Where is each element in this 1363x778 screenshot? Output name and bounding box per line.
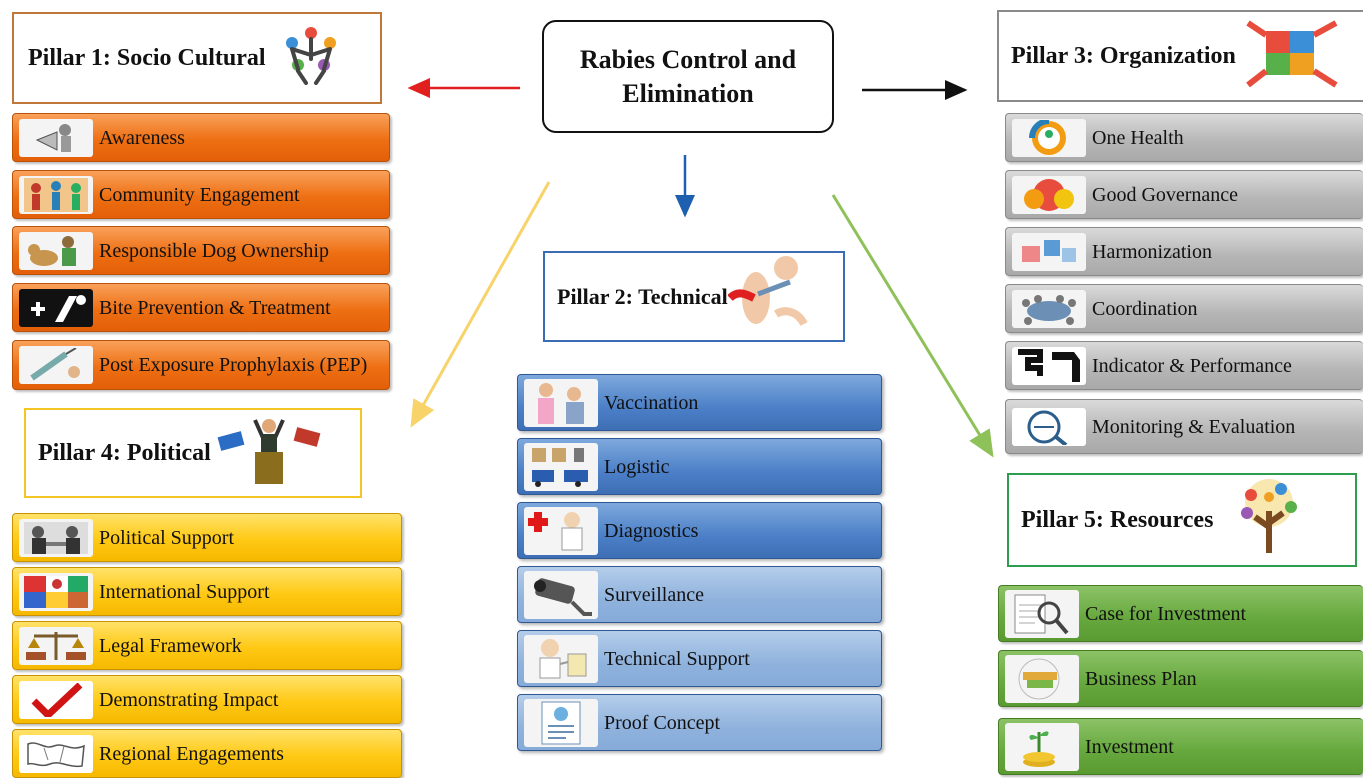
pillar3-item-monitoring-evaluation: Monitoring & Evaluation bbox=[1005, 399, 1363, 454]
pillar4-item-label: Political Support bbox=[99, 526, 234, 549]
pillar5-title: Pillar 5: Resources bbox=[1021, 506, 1214, 533]
pillar1-item-label: Bite Prevention & Treatment bbox=[99, 296, 331, 319]
meeting-icon bbox=[1012, 289, 1086, 328]
pillar3-item-label: Good Governance bbox=[1092, 183, 1239, 206]
pillar2-item-surveillance: Surveillance bbox=[517, 566, 882, 623]
pillar4-title: Pillar 4: Political bbox=[38, 439, 211, 466]
handshake-icon bbox=[19, 518, 93, 557]
pillar1-header: Pillar 1: Socio Cultural bbox=[12, 12, 382, 104]
pillar4-header: Pillar 4: Political bbox=[24, 408, 362, 498]
pillar3-item-harmonization: Harmonization bbox=[1005, 227, 1363, 276]
pillar4-item-label: International Support bbox=[99, 580, 270, 603]
puzzle-hands-icon bbox=[1244, 13, 1340, 100]
pillar4-item-international-support: International Support bbox=[12, 567, 402, 616]
pillar2-item-logistic: Logistic bbox=[517, 438, 882, 495]
central-goal-line2: Elimination bbox=[622, 78, 754, 108]
pillar5-item-case-for-investment: Case for Investment bbox=[998, 585, 1363, 642]
community-circle-icon bbox=[278, 25, 344, 92]
scales-icon bbox=[19, 626, 93, 665]
flags-icon bbox=[19, 572, 93, 611]
checkmark-icon bbox=[19, 680, 93, 719]
tree-icon bbox=[1221, 477, 1317, 564]
pillar1-item-label: Community Engagement bbox=[99, 183, 300, 206]
pillar2-item-technical-support: Technical Support bbox=[517, 630, 882, 687]
pillar1-item-responsible-dog-ownership: Responsible Dog Ownership bbox=[12, 226, 390, 275]
puzzle-icon bbox=[1012, 232, 1086, 271]
community-icon bbox=[19, 175, 93, 214]
pillar5-header: Pillar 5: Resources bbox=[1007, 473, 1357, 567]
pillar1-item-label: Awareness bbox=[99, 126, 185, 149]
evaluation-icon bbox=[1012, 407, 1086, 446]
pillar1-title: Pillar 1: Socio Cultural bbox=[28, 44, 266, 71]
pillar3-item-coordination: Coordination bbox=[1005, 284, 1363, 333]
arrow-to-pillar4 bbox=[410, 181, 551, 428]
pillar2-item-vaccination: Vaccination bbox=[517, 374, 882, 431]
pillar2-item-label: Surveillance bbox=[604, 583, 704, 606]
pillar2-item-diagnostics: Diagnostics bbox=[517, 502, 882, 559]
pillar1-item-community-engagement: Community Engagement bbox=[12, 170, 390, 219]
pillar4-item-label: Legal Framework bbox=[99, 634, 242, 657]
pillar4-item-legal-framework: Legal Framework bbox=[12, 621, 402, 670]
pillar4-item-regional-engagements: Regional Engagements bbox=[12, 729, 402, 778]
document-icon bbox=[524, 698, 598, 747]
pillar4-item-political-support: Political Support bbox=[12, 513, 402, 562]
central-goal-box: Rabies Control and Elimination bbox=[542, 20, 834, 133]
pillar1-item-bite-prevention: Bite Prevention & Treatment bbox=[12, 283, 390, 332]
pillar5-item-label: Case for Investment bbox=[1085, 602, 1247, 625]
nurse-icon bbox=[524, 378, 598, 427]
pillar3-item-indicator-performance: Indicator & Performance bbox=[1005, 341, 1363, 390]
pillar5-item-label: Business Plan bbox=[1085, 667, 1197, 690]
camera-icon bbox=[524, 570, 598, 619]
pillar3-item-label: Harmonization bbox=[1092, 240, 1212, 263]
pillar2-item-proof-concept: Proof Concept bbox=[517, 694, 882, 751]
first-aid-icon bbox=[524, 506, 598, 555]
central-goal-line1: Rabies Control and bbox=[579, 44, 797, 74]
pillar3-header: Pillar 3: Organization bbox=[997, 10, 1363, 102]
doctor-icon bbox=[524, 634, 598, 683]
pillar4-item-label: Regional Engagements bbox=[99, 742, 284, 765]
pillar1-item-pep: Post Exposure Prophylaxis (PEP) bbox=[12, 340, 390, 390]
truck-icon bbox=[524, 442, 598, 491]
dog-owner-icon bbox=[19, 231, 93, 270]
magnifier-icon bbox=[1005, 589, 1079, 638]
pillar5-item-label: Investment bbox=[1085, 735, 1174, 758]
pillar5-item-business-plan: Business Plan bbox=[998, 650, 1363, 707]
pillar4-item-label: Demonstrating Impact bbox=[99, 688, 279, 711]
pillar5-item-investment: Investment bbox=[998, 718, 1363, 775]
map-icon bbox=[19, 734, 93, 773]
bite-treatment-icon bbox=[19, 288, 93, 327]
pillar2-item-label: Proof Concept bbox=[604, 711, 721, 734]
arrow-to-pillar5 bbox=[831, 194, 994, 458]
pillar2-title: Pillar 2: Technical bbox=[557, 283, 728, 309]
money-plant-icon bbox=[1005, 722, 1079, 771]
podium-icon bbox=[213, 414, 323, 493]
pillar3-item-good-governance: Good Governance bbox=[1005, 170, 1363, 219]
pillar2-header: Pillar 2: Technical bbox=[543, 251, 845, 342]
governance-icon bbox=[1012, 175, 1086, 214]
pillar2-item-label: Diagnostics bbox=[604, 519, 699, 542]
signpost-icon bbox=[1012, 346, 1086, 385]
pillar3-title: Pillar 3: Organization bbox=[1011, 42, 1236, 69]
pillar3-item-one-health: One Health bbox=[1005, 113, 1363, 162]
business-plan-icon bbox=[1005, 654, 1079, 703]
pillar1-item-awareness: Awareness bbox=[12, 113, 390, 162]
pillar3-item-label: Indicator & Performance bbox=[1092, 354, 1292, 377]
pillar2-item-label: Vaccination bbox=[604, 391, 699, 414]
one-health-icon bbox=[1012, 118, 1086, 157]
pillar2-item-label: Technical Support bbox=[604, 647, 750, 670]
pillar3-item-label: One Health bbox=[1092, 126, 1184, 149]
pillar3-item-label: Coordination bbox=[1092, 297, 1198, 320]
pillar1-item-label: Responsible Dog Ownership bbox=[99, 239, 329, 262]
syringe-icon bbox=[19, 346, 93, 384]
megaphone-icon bbox=[19, 118, 93, 157]
pillar2-item-label: Logistic bbox=[604, 455, 670, 478]
pillar3-item-label: Monitoring & Evaluation bbox=[1092, 415, 1296, 438]
pillar4-item-demonstrating-impact: Demonstrating Impact bbox=[12, 675, 402, 724]
injection-icon bbox=[726, 254, 810, 340]
pillar1-item-label: Post Exposure Prophylaxis (PEP) bbox=[99, 354, 368, 376]
